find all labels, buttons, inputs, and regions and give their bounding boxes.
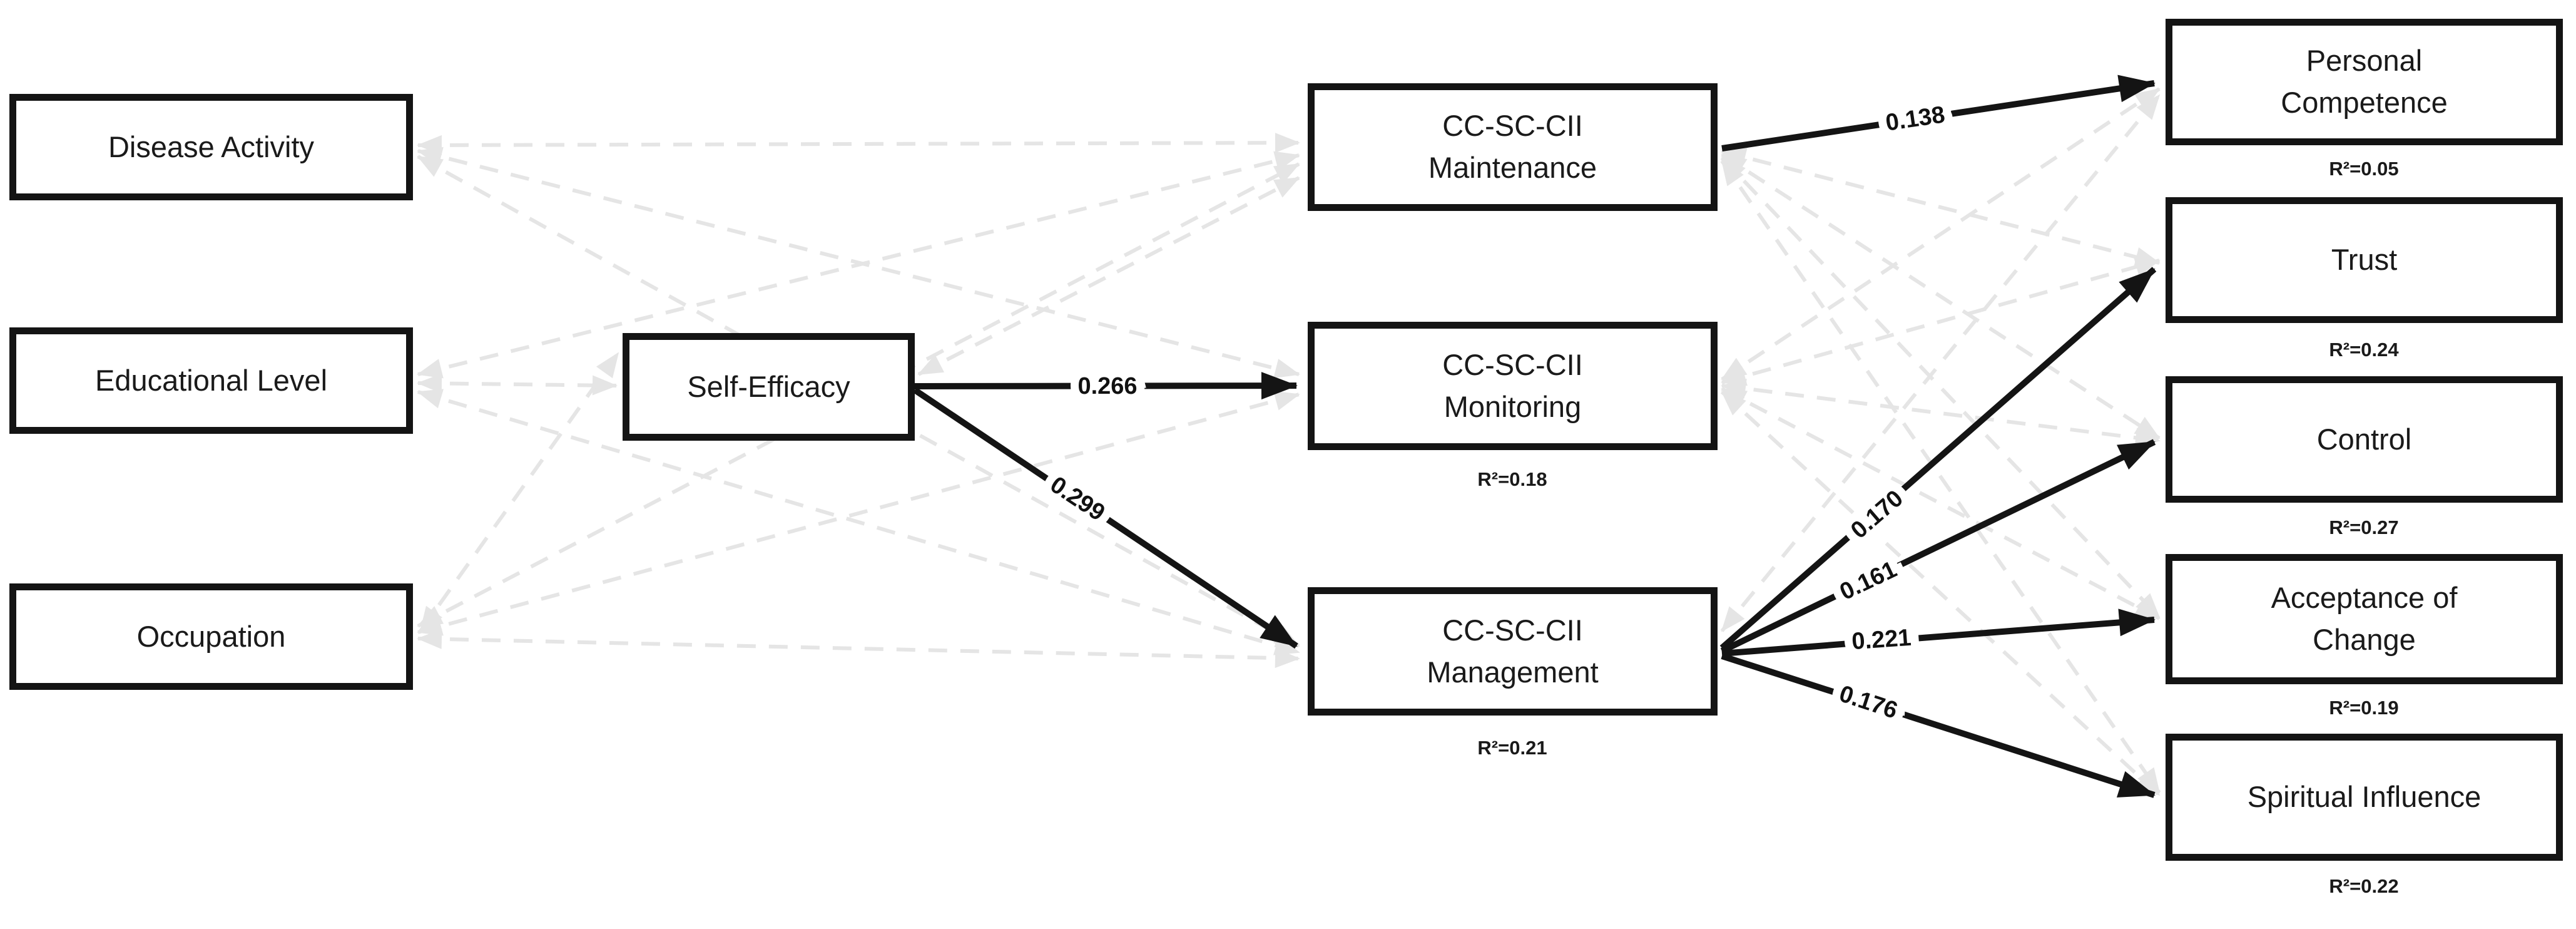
node-label: CC-SC-CII (1442, 109, 1583, 143)
node-label: Trust (2331, 243, 2398, 277)
r2-monitoring: R²=0.18 (1477, 468, 1547, 490)
node-label: Spiritual Influence (2247, 780, 2482, 814)
node-label: CC-SC-CII (1442, 613, 1583, 647)
r2-spiritual: R²=0.22 (2329, 875, 2399, 897)
r2-personal-competence: R²=0.05 (2329, 158, 2399, 180)
node-spiritual-influence: Spiritual Influence (2166, 734, 2563, 861)
node-self-efficacy: Self-Efficacy (623, 333, 915, 441)
node-label: Self-Efficacy (687, 369, 850, 403)
node-label: Monitoring (1443, 389, 1582, 423)
nonsignificant-paths (417, 87, 2161, 797)
node-label: Management (1427, 655, 1599, 689)
node-educational-level: Educational Level (9, 327, 413, 434)
node-disease-activity: Disease Activity (9, 94, 413, 200)
node-label: Competence (2281, 86, 2448, 119)
node-acceptance-of-change: Acceptance of Change (2166, 554, 2563, 684)
node-personal-competence: Personal Competence (2166, 19, 2563, 145)
node-control: Control (2166, 376, 2563, 503)
significant-paths (913, 74, 2157, 798)
coef-se-management: 0.299 (1046, 471, 1109, 526)
coef-management-control: 0.161 (1836, 557, 1901, 606)
node-ccsccii-monitoring: CC-SC-CII Monitoring (1308, 322, 1718, 450)
r2-acceptance: R²=0.19 (2329, 697, 2399, 719)
node-label: Disease Activity (108, 130, 315, 163)
coef-management-acceptance: 0.221 (1851, 625, 1912, 655)
node-ccsccii-management: CC-SC-CII Management (1308, 587, 1718, 716)
r2-control: R²=0.27 (2329, 516, 2399, 538)
coef-maintenance-personal: 0.138 (1884, 101, 1947, 136)
node-trust: Trust (2166, 197, 2563, 323)
node-ccsccii-maintenance: CC-SC-CII Maintenance (1308, 83, 1718, 211)
node-label: CC-SC-CII (1442, 347, 1583, 381)
node-label: Occupation (136, 619, 286, 653)
r2-trust: R²=0.24 (2329, 339, 2399, 361)
node-label: Acceptance of (2271, 581, 2458, 615)
node-label: Change (2313, 623, 2416, 656)
node-label: Educational Level (94, 363, 328, 397)
coef-se-monitoring: 0.266 (1077, 373, 1137, 399)
node-occupation: Occupation (9, 583, 413, 690)
node-label: Maintenance (1428, 151, 1597, 184)
coef-management-spiritual: 0.176 (1836, 680, 1900, 724)
node-label: Control (2316, 422, 2412, 456)
node-label: Personal (2306, 44, 2423, 78)
r2-management: R²=0.21 (1477, 737, 1547, 759)
